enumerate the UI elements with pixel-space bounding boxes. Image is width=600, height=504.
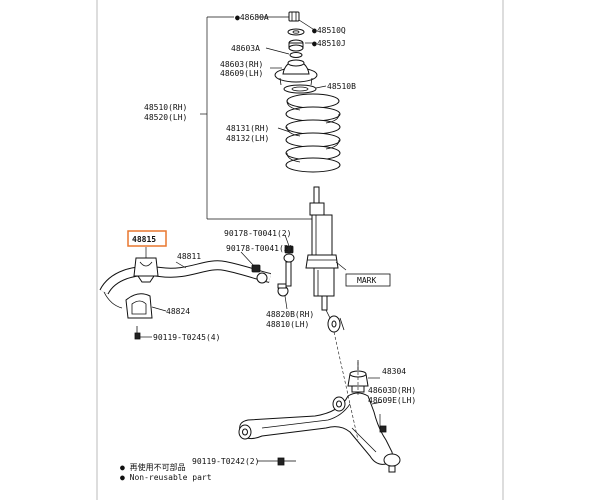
bushing-48815[interactable] <box>133 257 159 283</box>
label-48304: 48304 <box>382 367 406 376</box>
label-48510b: 48510B <box>327 82 356 91</box>
highlighted-part-box[interactable] <box>127 230 167 247</box>
bolt-90119-t0245[interactable] <box>134 326 141 340</box>
label-48609elh: 48609E(LH) <box>368 396 416 405</box>
legend-line-en: ● Non-reusable part <box>120 473 212 482</box>
label-48820brh: 48820B(RH) <box>266 310 314 319</box>
strut-mount-48603[interactable] <box>274 59 318 86</box>
label-48810lh: 48810(LH) <box>266 320 309 329</box>
label-48815[interactable]: 48815 <box>132 235 156 244</box>
label-48510rh: 48510(RH) <box>144 103 187 112</box>
washer-48603a[interactable] <box>289 52 303 58</box>
nut-90178-lower[interactable] <box>251 264 261 273</box>
label-48603rh: 48603(RH) <box>220 60 263 69</box>
coil-spring-48131[interactable] <box>285 93 341 173</box>
label-48824: 48824 <box>166 307 190 316</box>
mark-callout: MARK <box>335 261 391 287</box>
label-48603drh: 48603D(RH) <box>368 386 416 395</box>
shock-absorber[interactable] <box>305 186 345 333</box>
bushing-48510j[interactable] <box>288 39 304 52</box>
label-90178-lower: 90178-T0041(2) <box>226 244 293 253</box>
bolt-90119-t0242[interactable] <box>277 457 296 466</box>
mark-label: MARK <box>357 276 376 285</box>
label-48680a: ●48680A <box>235 13 269 22</box>
spring-seat-48510b[interactable] <box>283 84 317 94</box>
label-90178-upper: 90178-T0041(2) <box>224 229 291 238</box>
label-48520lh: 48520(LH) <box>144 113 187 122</box>
lower-arm-48603d[interactable] <box>238 392 401 473</box>
washer-48510q[interactable] <box>287 28 305 36</box>
label-90119-t0242: 90119-T0242(2) <box>192 457 259 466</box>
stabilizer-link-48820b[interactable] <box>277 253 295 297</box>
label-48131rh: 48131(RH) <box>226 124 269 133</box>
nut-48680a[interactable] <box>288 11 300 22</box>
label-90119-t0245: 90119-T0245(4) <box>153 333 220 342</box>
label-48603a: 48603A <box>231 44 260 53</box>
bracket-48824[interactable] <box>125 293 153 319</box>
label-48811: 48811 <box>177 252 201 261</box>
label-48609lh: 48609(LH) <box>220 69 263 78</box>
assembly-bracket <box>200 16 316 220</box>
label-48510j: ●48510J <box>312 39 346 48</box>
stabilizer-bar-48811[interactable] <box>99 260 272 309</box>
label-48132lh: 48132(LH) <box>226 134 269 143</box>
label-48510q: ●48510Q <box>312 26 346 35</box>
legend-line-jp: ● 再使用不可部品 <box>120 462 186 472</box>
